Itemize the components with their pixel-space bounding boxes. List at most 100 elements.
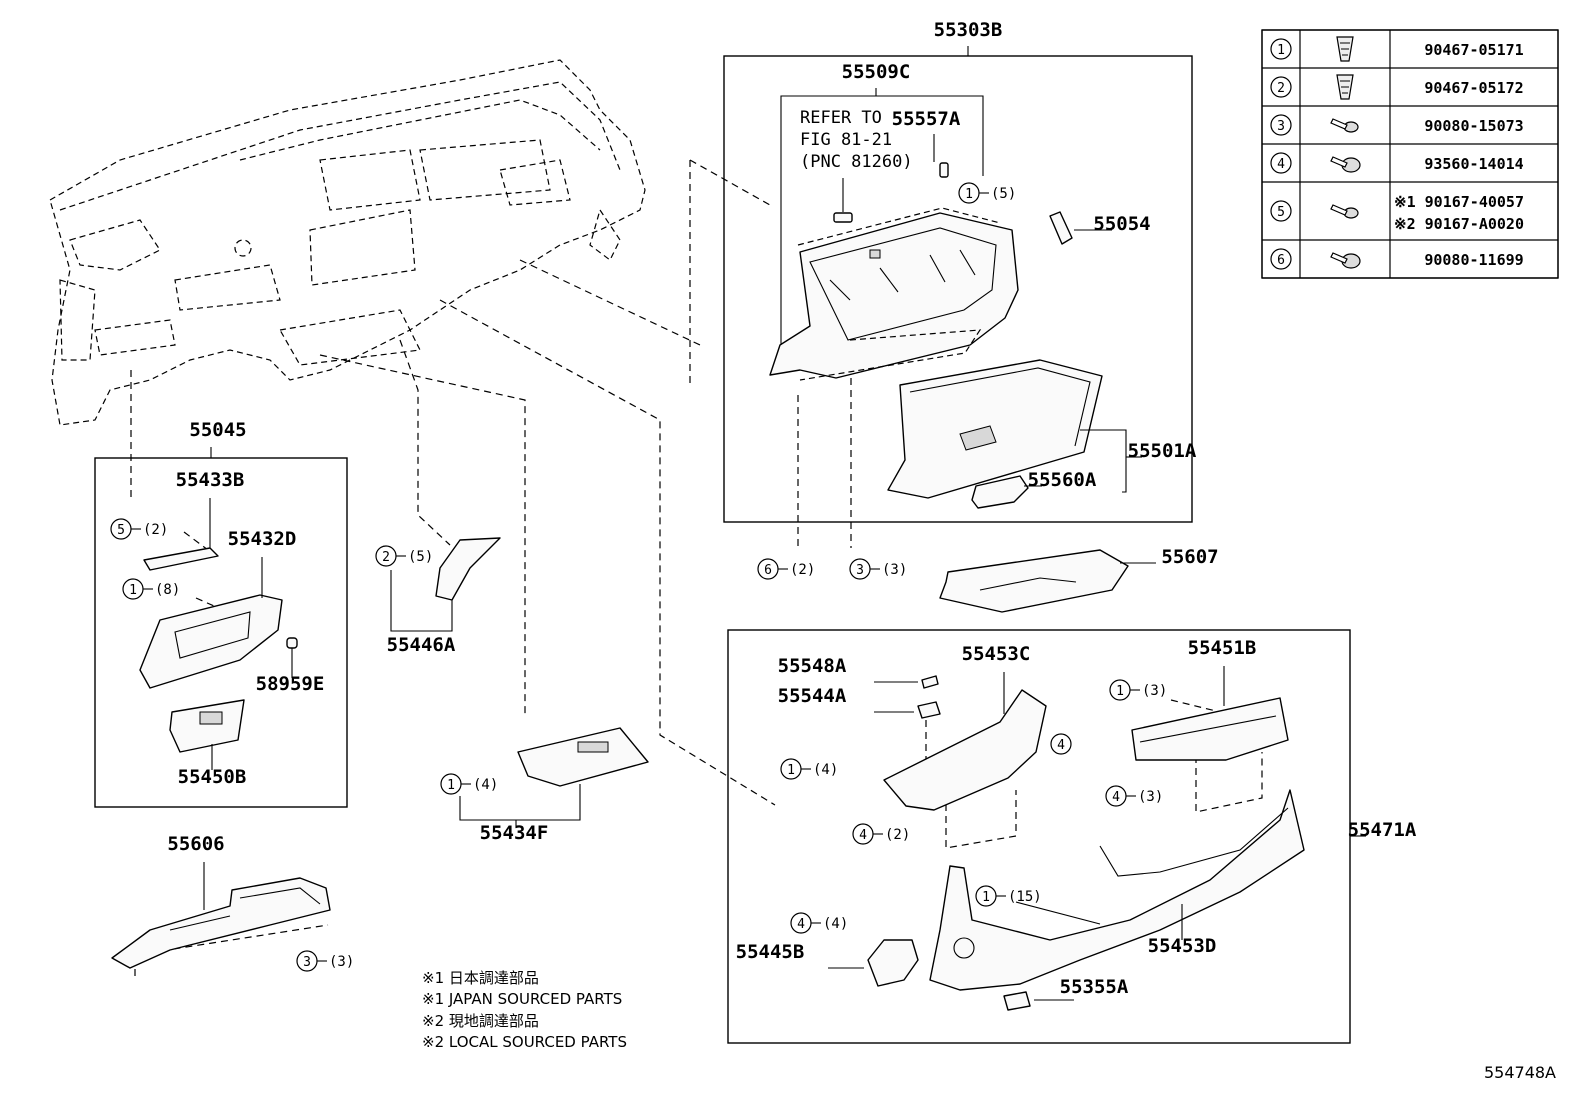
- callout-quantity: (8): [155, 582, 180, 598]
- frame-glove-box: [723, 55, 1193, 523]
- fastener-callout: 1(15): [975, 885, 1042, 907]
- row-number-circle-icon: [1270, 38, 1292, 60]
- clip-55544a-sketch: [917, 701, 941, 719]
- latch-55560a-sketch: [971, 475, 1029, 509]
- callout-quantity: (3): [1142, 683, 1167, 699]
- fastener-callout: 2(5): [375, 545, 433, 567]
- callout-quantity: (5): [991, 186, 1016, 202]
- callout-quantity: (2): [885, 827, 910, 843]
- part-label-58959e: 58959E: [256, 673, 325, 695]
- callout-number: 1: [965, 187, 973, 202]
- fastener-callout: 6(2): [757, 558, 815, 580]
- callout-number: 5: [117, 523, 125, 538]
- part-label-55471a: 55471A: [1348, 819, 1417, 841]
- part-label-55446a: 55446A: [387, 634, 456, 656]
- part-label-55606: 55606: [167, 833, 224, 855]
- fastener-callout: 4(3): [1105, 785, 1163, 807]
- fastener-callout: 3(3): [849, 558, 907, 580]
- fastener-callout: 1 (4): [780, 758, 838, 780]
- sourcing-notes: ※1 日本調達部品 ※1 JAPAN SOURCED PARTS ※2 現地調達…: [422, 969, 627, 1051]
- row-number-circle-icon: [1270, 248, 1292, 270]
- clip-55557a-sketch: [939, 162, 949, 178]
- fastener-callout: 1 (8): [122, 578, 180, 600]
- diagram-code: 554748A: [1484, 1063, 1556, 1082]
- fastener-callout: 4 (2): [852, 823, 910, 845]
- panel-55453c-sketch: [883, 689, 1047, 811]
- frame-55509c-bracket: [780, 95, 984, 360]
- part-label-55453c: 55453C: [962, 643, 1031, 665]
- bracket-55445b-sketch: [867, 939, 919, 987]
- callout-number: 1: [1116, 684, 1124, 699]
- bolt-icon: [1330, 252, 1361, 269]
- part-label-55607: 55607: [1161, 546, 1218, 568]
- callout-number: 1: [787, 763, 795, 778]
- panel-55434f-sketch: [517, 727, 649, 787]
- refer-note-line-1: REFER TO: [800, 108, 882, 128]
- part-label-55434f: 55434F: [480, 822, 549, 844]
- pad-55450b-sketch: [169, 699, 245, 753]
- part-label-55450b: 55450B: [178, 766, 247, 788]
- callout-number: 3: [303, 955, 311, 970]
- callout-quantity: (2): [790, 562, 815, 578]
- clip-55355a-sketch: [1003, 991, 1031, 1011]
- connection-lines: [130, 159, 1263, 976]
- reinforcement-55606-sketch: [111, 877, 331, 969]
- part-label-55501a: 55501A: [1128, 440, 1197, 462]
- part-label-55509c: 55509C: [842, 61, 911, 83]
- part-number-labels: 55303B55509C55557A5505455501A55560A55607…: [167, 19, 1416, 998]
- bolt-icon: [1330, 156, 1361, 173]
- note-line-1: ※1 日本調達部品: [422, 969, 539, 987]
- fastener-table-row: 2 90467-05172: [1262, 67, 1558, 100]
- fastener-callout: 1 (4): [440, 773, 498, 795]
- part-label-55544a: 55544A: [778, 685, 847, 707]
- part-label-55557a: 55557A: [892, 108, 961, 130]
- callout-number: 1: [982, 890, 990, 905]
- part-label-55355a: 55355A: [1060, 976, 1129, 998]
- clip-58959e-sketch: [286, 637, 298, 649]
- callout-number: 4: [797, 917, 805, 932]
- fastener-callout: 3 (3): [296, 950, 354, 972]
- fastener-part-number: 90467-05172: [1424, 79, 1523, 97]
- callout-quantity: (5): [408, 549, 433, 565]
- callout-number: 4: [1112, 790, 1120, 805]
- damper-55054-sketch: [1049, 211, 1073, 245]
- clip-icon: [1336, 36, 1354, 62]
- row-number: 2: [1277, 81, 1285, 96]
- fastener-callout: 1 (5): [958, 182, 1016, 204]
- fastener-callout: 4 (4): [790, 912, 848, 934]
- note-line-3: ※2 現地調達部品: [422, 1012, 539, 1030]
- callout-circle-icon: [1050, 733, 1072, 755]
- panel-55607-sketch: [939, 549, 1129, 613]
- callout-quantity: (4): [813, 762, 838, 778]
- row-number: 4: [1277, 157, 1285, 172]
- callout-quantity: (4): [473, 777, 498, 793]
- row-number-circle-icon: [1270, 200, 1292, 222]
- part-label-55445b: 55445B: [736, 941, 805, 963]
- clip-icon: [1336, 74, 1354, 100]
- callout-quantity: (2): [143, 522, 168, 538]
- callout-number: 1: [447, 778, 455, 793]
- clip-55548a-sketch: [921, 675, 939, 689]
- callout-quantity: (3): [329, 954, 354, 970]
- fastener-callout: 1 (3): [1109, 679, 1167, 701]
- part-label-55453d: 55453D: [1148, 935, 1217, 957]
- callout-number: 1: [129, 583, 137, 598]
- part-label-55303b: 55303B: [934, 19, 1003, 41]
- panel-55432d-sketch: [139, 594, 283, 689]
- part-label-55548a: 55548A: [778, 655, 847, 677]
- bracket-55433b-sketch: [143, 547, 219, 571]
- callout-number: 4: [859, 828, 867, 843]
- bracket-55446a-sketch: [435, 537, 501, 601]
- row-number-circle-icon: [1270, 152, 1292, 174]
- row-number: 3: [1277, 119, 1285, 134]
- callout-quantity: (4): [823, 916, 848, 932]
- panel-55453d-sketch: [929, 789, 1305, 991]
- fastener-table-row: 5※1 90167-40057※2 90167-A0020: [1262, 181, 1558, 233]
